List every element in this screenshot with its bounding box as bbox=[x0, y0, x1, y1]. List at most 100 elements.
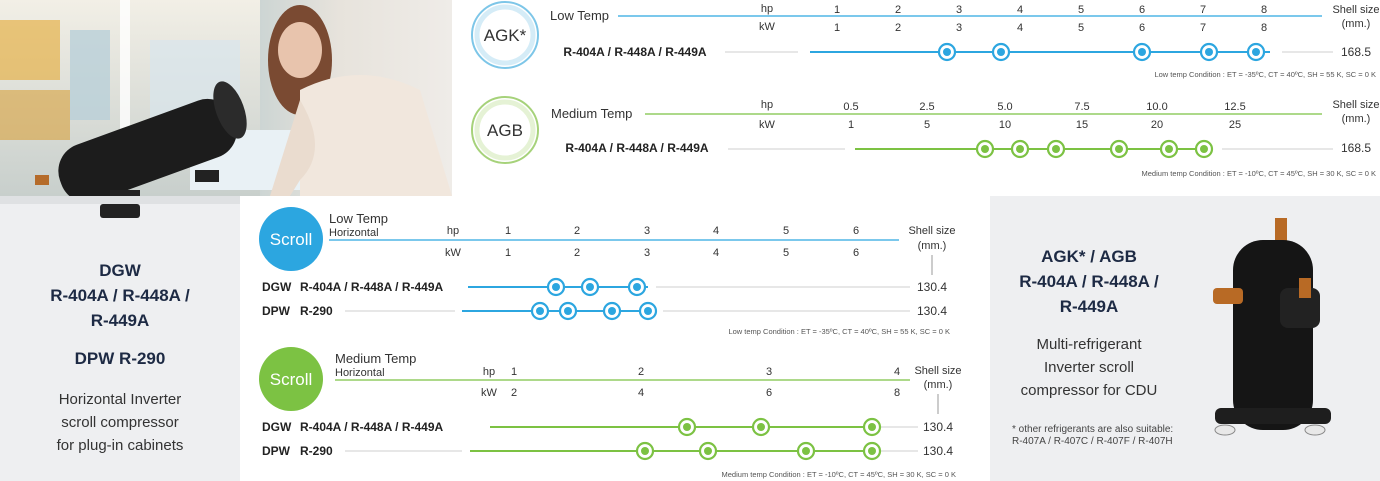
agk-hp-tick: 6 bbox=[1139, 4, 1145, 16]
agb-condition: Medium temp Condition : ET = -10ºC, CT =… bbox=[1142, 169, 1376, 178]
scroll-med-shell-unit: (mm.) bbox=[924, 379, 953, 391]
cdu-description: Multi-refrigerant Inverter scroll compre… bbox=[1020, 336, 1158, 399]
hero-illustration bbox=[0, 0, 452, 196]
agk-condition: Low temp Condition : ET = -35ºC, CT = 40… bbox=[1154, 70, 1376, 79]
agk-agb-title: AGK* / AGB R-404A / R-448A / R-449A bbox=[1019, 247, 1159, 316]
scroll-med-model-dot-center bbox=[704, 447, 712, 455]
scroll-med-hp-tick: 2 bbox=[638, 366, 644, 378]
scroll-low-model-dot-center bbox=[552, 283, 560, 291]
scroll-med-kw-tick: 6 bbox=[766, 387, 772, 399]
agk-kw-label: kW bbox=[759, 21, 776, 33]
scroll-low-kw-tick: 1 bbox=[505, 247, 511, 259]
agk-kw-tick: 6 bbox=[1139, 22, 1145, 34]
agk-hp-tick: 5 bbox=[1078, 4, 1084, 16]
agb-model-dot-center bbox=[1165, 145, 1173, 153]
vertical-compressor-icon bbox=[1205, 218, 1335, 453]
agk-hp-tick: 4 bbox=[1017, 4, 1023, 16]
horizontal-description: Horizontal Inverter scroll compressor fo… bbox=[56, 391, 184, 454]
scroll-med-hp-tick: 4 bbox=[894, 366, 900, 378]
agb-model-dot-center bbox=[1052, 145, 1060, 153]
agk-model-dot-center bbox=[997, 48, 1005, 56]
agb-hp-tick: 10.0 bbox=[1146, 101, 1167, 113]
scroll-med-hp-label: hp bbox=[483, 366, 495, 378]
agb-kw-tick: 15 bbox=[1076, 119, 1088, 131]
agb-hp-label: hp bbox=[761, 99, 773, 111]
scroll-low-shell-unit: (mm.) bbox=[918, 240, 947, 252]
agk-kw-tick: 7 bbox=[1200, 22, 1206, 34]
agk-refrigerant: R-404A / R-448A / R-449A bbox=[563, 45, 706, 59]
scroll-med-kw-tick: 2 bbox=[511, 387, 517, 399]
agb-hp-tick: 2.5 bbox=[919, 101, 934, 113]
agb-badge-label: AGB bbox=[487, 121, 523, 140]
left-info-panel: DGW R-404A / R-448A / R-449A DPW R-290 H… bbox=[0, 196, 240, 481]
agb-temp-label: Medium Temp bbox=[551, 106, 632, 121]
agk-model-dot-center bbox=[943, 48, 951, 56]
scroll-med-badge bbox=[259, 347, 323, 411]
agk-kw-tick: 5 bbox=[1078, 22, 1084, 34]
scroll-med-hp-tick: 3 bbox=[766, 366, 772, 378]
agb-kw-label: kW bbox=[759, 119, 776, 131]
scroll-med-shell-label: Shell size bbox=[914, 365, 961, 377]
agk-shell-label: Shell size bbox=[1332, 4, 1379, 16]
agk-model-dot-center bbox=[1205, 48, 1213, 56]
agb-kw-tick: 1 bbox=[848, 119, 854, 131]
scroll-med-model-dot-center bbox=[868, 447, 876, 455]
refrigerant-note: * other refrigerants are also suitable: … bbox=[1012, 424, 1174, 447]
scroll-med-hp-tick: 1 bbox=[511, 366, 517, 378]
agb-model-dot-center bbox=[1200, 145, 1208, 153]
agb-model-dot-center bbox=[981, 145, 989, 153]
scroll-low-badge-label: Scroll bbox=[270, 230, 313, 249]
scroll-med-refrigerant: R-404A / R-448A / R-449A bbox=[300, 420, 443, 434]
scroll-low-badge bbox=[259, 207, 323, 271]
scroll-low-kw-tick: 2 bbox=[574, 247, 580, 259]
scroll-low-model-dot-center bbox=[564, 307, 572, 315]
compressor-image-bottom bbox=[0, 196, 240, 236]
agb-refrigerant: R-404A / R-448A / R-449A bbox=[565, 141, 708, 155]
scroll-med-badge-label: Scroll bbox=[270, 370, 313, 389]
scroll-med-shell-value: 130.4 bbox=[923, 420, 953, 434]
scroll-med-condition: Medium temp Condition : ET = -10ºC, CT =… bbox=[722, 470, 956, 479]
scroll-low-kw-label: kW bbox=[445, 247, 462, 259]
scroll-low-refrigerant: R-404A / R-448A / R-449A bbox=[300, 280, 443, 294]
agk-shell-value: 168.5 bbox=[1341, 45, 1371, 59]
agb-hp-tick: 0.5 bbox=[843, 101, 858, 113]
scroll-low-model-dot-center bbox=[536, 307, 544, 315]
agk-hp-tick: 2 bbox=[895, 4, 901, 16]
horizontal-compressor-icon bbox=[35, 81, 247, 196]
agk-hp-tick: 3 bbox=[956, 4, 962, 16]
scroll-low-kw-tick: 6 bbox=[853, 247, 859, 259]
scroll-med-kw-label: kW bbox=[481, 387, 498, 399]
agk-badge-label: AGK* bbox=[484, 26, 527, 45]
scroll-med-model-dot-center bbox=[641, 447, 649, 455]
agk-model-dot-center bbox=[1252, 48, 1260, 56]
agk-hp-label: hp bbox=[761, 3, 773, 15]
hero-photo bbox=[0, 0, 452, 196]
agb-kw-tick: 10 bbox=[999, 119, 1011, 131]
agb-hp-tick: 7.5 bbox=[1074, 101, 1089, 113]
agb-shell-unit: (mm.) bbox=[1342, 113, 1371, 125]
scroll-low-orientation: Horizontal bbox=[329, 227, 379, 239]
scroll-low-condition: Low temp Condition : ET = -35ºC, CT = 40… bbox=[728, 327, 950, 336]
scroll-med-orientation: Horizontal bbox=[335, 367, 385, 379]
scroll-low-hp-tick: 6 bbox=[853, 225, 859, 237]
agb-hp-tick: 5.0 bbox=[997, 101, 1012, 113]
scroll-low-hp-tick: 5 bbox=[783, 225, 789, 237]
agb-kw-tick: 20 bbox=[1151, 119, 1163, 131]
agk-kw-tick: 2 bbox=[895, 22, 901, 34]
scroll-low-shell-value: 130.4 bbox=[917, 280, 947, 294]
scroll-low-temp: Low Temp bbox=[329, 211, 388, 226]
agk-kw-tick: 4 bbox=[1017, 22, 1023, 34]
scroll-low-shell-value: 130.4 bbox=[917, 304, 947, 318]
agb-shell-label: Shell size bbox=[1332, 99, 1379, 111]
right-info-panel: AGK* / AGB R-404A / R-448A / R-449A Mult… bbox=[990, 196, 1380, 481]
scroll-low-model-dot-center bbox=[608, 307, 616, 315]
scroll-med-model: DGW bbox=[262, 420, 292, 434]
scroll-med-model-dot-center bbox=[757, 423, 765, 431]
agb-kw-tick: 5 bbox=[924, 119, 930, 131]
dpw-title: DPW R-290 bbox=[74, 349, 166, 368]
scroll-low-model-dot-center bbox=[586, 283, 594, 291]
agk-badge-inner bbox=[474, 4, 536, 66]
scroll-low-model: DPW bbox=[262, 304, 291, 318]
scroll-low-model: DGW bbox=[262, 280, 292, 294]
